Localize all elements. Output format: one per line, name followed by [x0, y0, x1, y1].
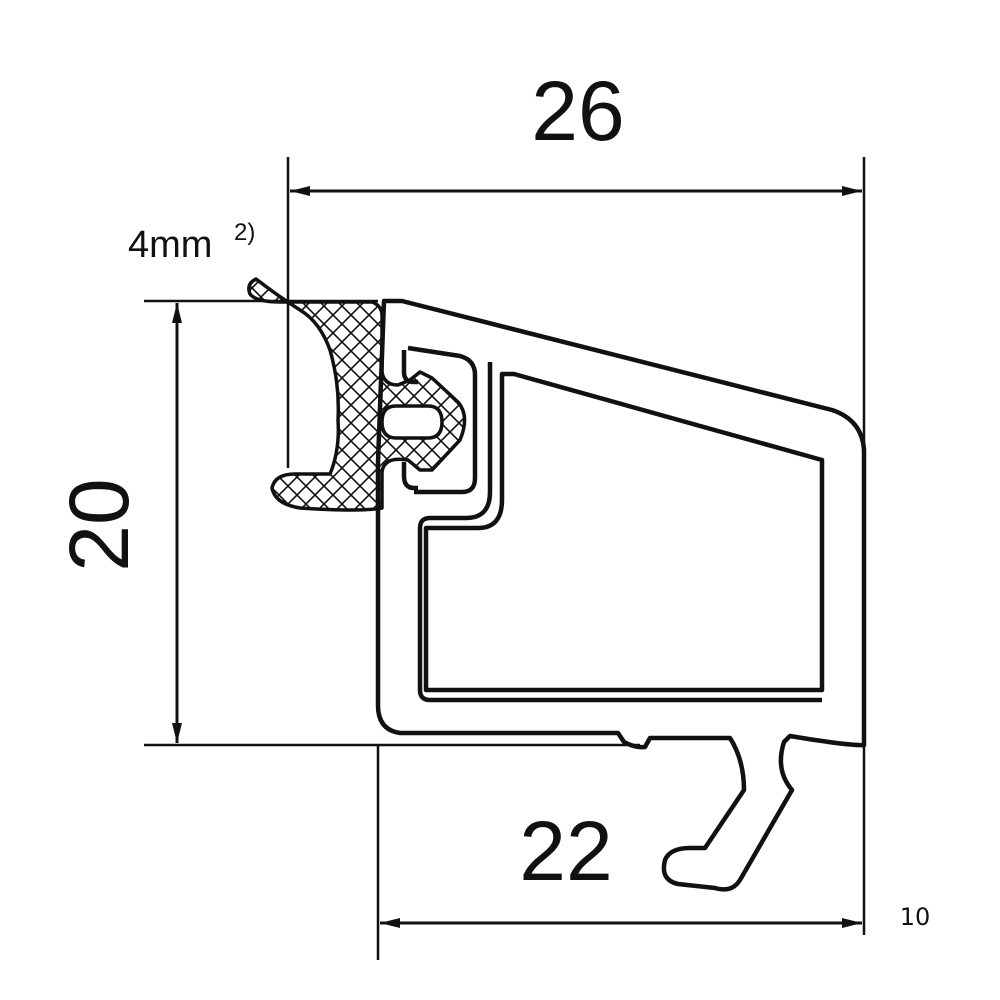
profile-outer-outline — [375, 298, 867, 892]
gasket-seal — [247, 277, 467, 512]
channel-ledge — [417, 362, 822, 703]
dimension-label-height: 20 — [52, 478, 146, 571]
gasket-annotation: 4mm 2) — [128, 219, 255, 266]
extension-lines — [144, 157, 866, 960]
gasket-size-label: 4mm — [128, 224, 212, 266]
gasket-footnote-marker: 2) — [234, 219, 255, 246]
dimension-lines — [172, 186, 862, 928]
page-number: 10 — [900, 903, 931, 931]
profile-inner-chamber — [423, 371, 825, 693]
dimension-label-width: 26 — [531, 64, 624, 158]
gasket-bulb-hole — [380, 404, 444, 440]
dimension-label-base: 22 — [519, 804, 612, 898]
